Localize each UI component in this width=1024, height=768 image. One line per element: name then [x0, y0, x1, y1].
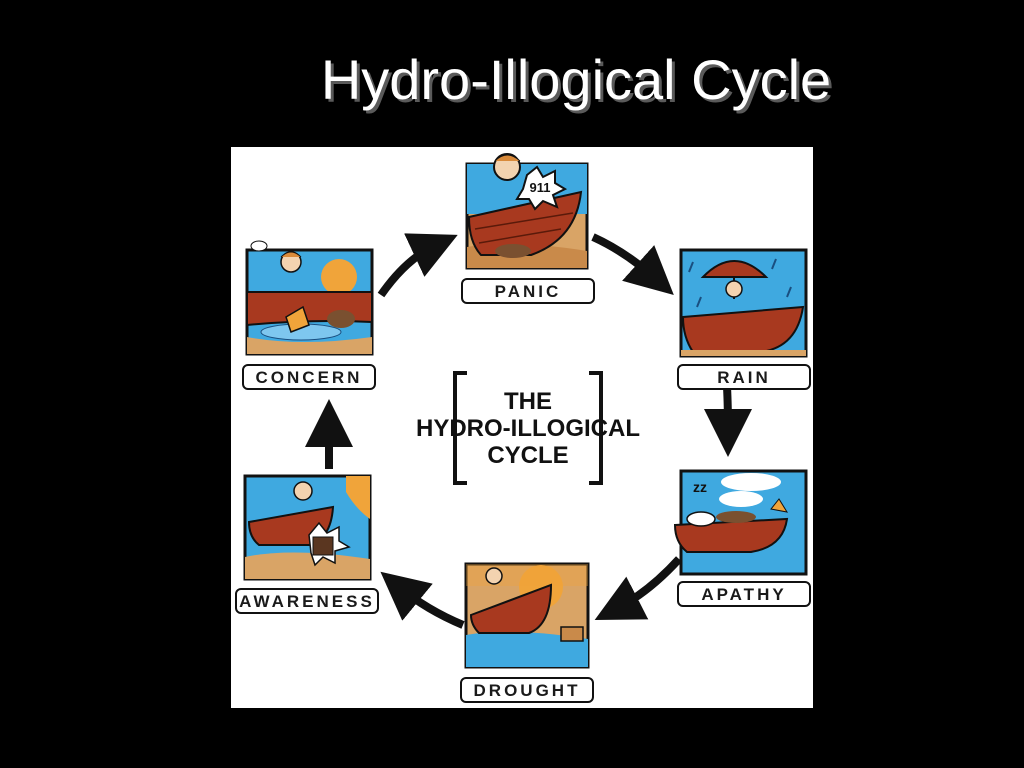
center-title-box: THE HYDRO-ILLOGICAL CYCLE: [416, 371, 640, 485]
speech-text: 911: [530, 180, 551, 195]
stage-apathy: zz APATHY: [673, 469, 811, 607]
rain-illustration: [679, 248, 808, 358]
apathy-illustration: zz: [673, 469, 808, 576]
cycle-diagram-svg: THE HYDRO-ILLOGICAL CYCLE: [235, 153, 811, 703]
drought-illustration: [464, 562, 590, 669]
stage-rain: RAIN: [677, 248, 811, 390]
stage-label-apathy: APATHY: [701, 585, 786, 604]
speech-burst: [515, 165, 568, 211]
sleep-text: zz: [693, 479, 707, 495]
stage-label-concern: CONCERN: [256, 368, 363, 387]
stage-concern: CONCERN: [242, 240, 376, 390]
arrow-apathy-to-drought: [594, 556, 682, 620]
stage-label-rain: RAIN: [717, 368, 771, 387]
arrow-drought-to-awareness: [380, 571, 465, 629]
stage-drought: DROUGHT: [460, 562, 594, 703]
stage-label-panic: PANIC: [495, 282, 562, 301]
slide-title: Hydro-Illogical Cycle: [320, 48, 832, 111]
umbrella: [700, 260, 769, 278]
stage-panic: 911 PANIC: [461, 153, 595, 304]
stage-awareness: AWARENESS: [235, 474, 379, 614]
boat: [673, 517, 789, 553]
boat: [469, 583, 553, 634]
cycle-diagram: THE HYDRO-ILLOGICAL CYCLE: [231, 147, 813, 708]
center-title-line1: THE: [504, 388, 552, 415]
center-title-line2: HYDRO-ILLOGICAL: [416, 415, 640, 442]
awareness-illustration: [243, 474, 372, 581]
arrow-rain-to-apathy: [703, 386, 752, 457]
concern-illustration: [245, 240, 374, 356]
arrow-panic-to-rain: [591, 233, 674, 296]
stage-label-awareness: AWARENESS: [239, 592, 375, 611]
sun: [321, 259, 357, 295]
panic-illustration: 911: [465, 153, 589, 270]
arrow-concern-to-panic: [377, 233, 458, 298]
stage-label-drought: DROUGHT: [474, 681, 581, 700]
center-title-line3: CYCLE: [487, 442, 568, 469]
cycle-arrows: [305, 233, 752, 629]
